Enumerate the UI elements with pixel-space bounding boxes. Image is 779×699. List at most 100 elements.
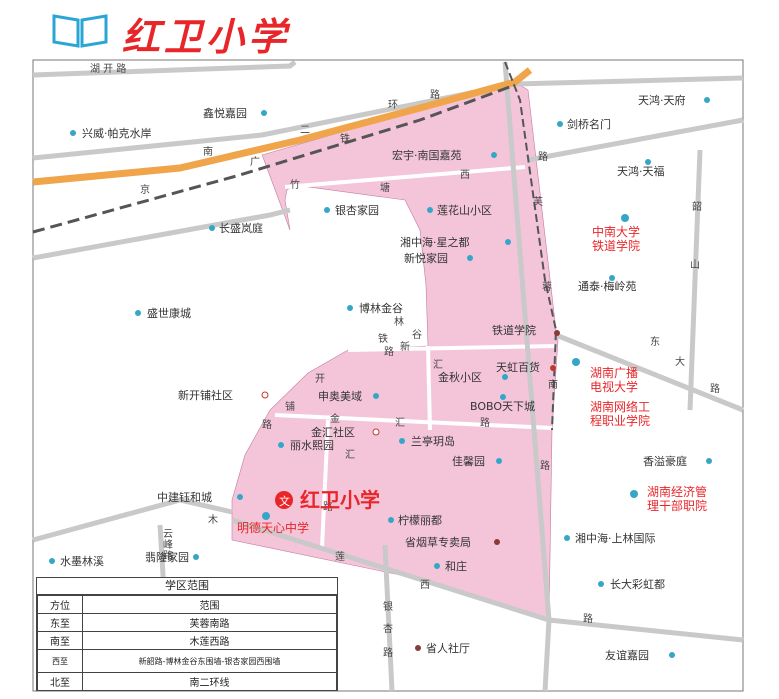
place-label: 通泰·梅岭苑	[578, 279, 637, 293]
place-label: 天鸿·天府	[638, 93, 686, 107]
road-label: 湖 开 路	[90, 62, 126, 75]
place-label: 新开铺社区	[178, 388, 233, 402]
road-label: 木	[208, 514, 218, 526]
place-label: 柠檬丽都	[398, 513, 442, 527]
road-label: 路	[430, 88, 440, 101]
school-label: 明德天心中学	[237, 520, 309, 535]
road-label: 云	[163, 529, 173, 540]
svg-text:文: 文	[279, 494, 290, 508]
road-label: 大	[675, 355, 685, 368]
road-label: 金	[330, 412, 340, 425]
place-label: 申奥美域	[318, 389, 362, 403]
place-label: 省烟草专卖局	[405, 535, 471, 549]
place-label: 丽水熙园	[290, 439, 334, 452]
road-label: 蓉	[542, 280, 552, 293]
road-label: 山	[690, 259, 700, 271]
place-label: 盛世康城	[147, 306, 191, 320]
road-label: 汇	[395, 416, 405, 429]
school-label: 湖南经济管	[647, 484, 707, 499]
legend-row-range: 木莲西路	[82, 631, 337, 650]
book-icon	[52, 14, 108, 48]
target-school-label: 红卫小学	[300, 488, 380, 512]
legend-row-range: 芙蓉南路	[82, 613, 337, 632]
road-label: 路	[383, 646, 393, 659]
road-label: 南	[548, 378, 558, 391]
road-label: 环	[388, 100, 398, 111]
road-label: 杏	[383, 622, 393, 635]
place-label: 鑫悦嘉园	[203, 106, 247, 120]
place-labels: 鑫悦嘉园 兴威·帕克水岸 天鸿·天府 剑桥名门 宏宇·南国嘉苑 天鸿·天福 银杏…	[49, 93, 712, 662]
place-label: 湘中海·上林国际	[575, 531, 656, 545]
legend-table: 学区范围 方位 范围 东至 芙蓉南路 南至 木莲西路 西至 新韶路-博林金谷东围…	[36, 577, 338, 691]
header: 红卫小学	[0, 0, 779, 59]
place-label: 佳馨园	[452, 454, 485, 468]
road-label: 路	[262, 418, 272, 431]
place-label: 剑桥名门	[567, 117, 611, 131]
road-label: 京	[140, 183, 150, 196]
place-label: 和庄	[445, 559, 467, 573]
road-label: 银	[383, 600, 393, 613]
road-label: 路	[710, 382, 720, 395]
legend-grid: 方位 范围 东至 芙蓉南路 南至 木莲西路 西至 新韶路-博林金谷东围墙-银杏家…	[37, 595, 337, 691]
school-label: 电视大学	[590, 379, 638, 394]
road-label: 塘	[380, 181, 390, 194]
place-label: 湘中海·星之都	[400, 235, 470, 249]
school-label: 湖南网络工	[590, 399, 650, 414]
road-label: 谷	[412, 329, 422, 341]
road-label: 广	[250, 156, 260, 168]
target-school-marker[interactable]: 文 红卫小学	[275, 488, 380, 512]
road-label: 铺	[285, 400, 295, 413]
place-label: 省人社厅	[426, 641, 470, 655]
place-label: 银杏家园	[335, 203, 379, 217]
legend-row-dir: 北至	[37, 672, 83, 691]
road-label: 铁	[340, 132, 350, 145]
school-label: 程职业学院	[590, 413, 650, 428]
place-label: 翡隆家园	[145, 550, 189, 564]
school-label: 中南大学	[592, 224, 640, 239]
legend-title: 学区范围	[37, 578, 337, 595]
legend-row-dir: 西至	[37, 649, 83, 673]
place-label: 天虹百货	[496, 360, 540, 374]
road-label: 竹	[290, 178, 300, 191]
place-label: 兰亭玥岛	[411, 434, 455, 448]
legend-row-dir: 东至	[37, 613, 83, 632]
place-label: 新悦家园	[404, 251, 448, 265]
place-label: BOBO天下城	[470, 400, 535, 413]
road-label: 汇	[433, 358, 443, 371]
school-label: 理干部职院	[647, 498, 707, 513]
place-label: 金汇社区	[311, 425, 355, 439]
page-title: 红卫小学	[122, 14, 291, 59]
place-label: 友谊嘉园	[605, 648, 649, 662]
place-label: 水墨林溪	[60, 554, 104, 568]
road-label: 东	[650, 335, 660, 348]
school-label: 湖南广播	[590, 365, 638, 380]
place-label: 长盛岚庭	[219, 221, 263, 235]
road-label: 路	[583, 612, 593, 625]
place-label: 金秋小区	[438, 370, 482, 384]
road-label: 路	[163, 549, 173, 562]
road-label: 二	[300, 125, 310, 136]
road-label: 路	[540, 459, 550, 472]
legend-row-dir: 南至	[37, 631, 83, 650]
place-label: 铁道学院	[492, 323, 536, 337]
school-labels: 中南大学 铁道学院 湖南广播 电视大学 湖南网络工 程职业学院 湖南经济管 理干…	[237, 214, 707, 535]
road-label: 路	[323, 500, 333, 513]
road-label: 南	[203, 145, 213, 158]
road-label: 莲	[335, 551, 345, 563]
place-label: 中建钰和城	[157, 490, 212, 504]
road-labels: 湖 开 路 环 路 二 南 铁 广 京 竹 塘 西 路 芙 蓉 南 路 韶 山 …	[90, 62, 720, 659]
place-label: 香溢豪庭	[643, 454, 687, 468]
road-label: 路	[384, 345, 394, 358]
place-label: 宏宇·南国嘉苑	[392, 148, 462, 162]
road-label: 路	[480, 416, 490, 429]
legend-row-range: 南二环线	[82, 672, 337, 691]
road-label: 林	[394, 315, 404, 328]
legend-header-range: 范围	[82, 595, 337, 614]
road-label: 汇	[345, 448, 355, 461]
road-label: 芙	[533, 195, 543, 208]
place-label: 博林金谷	[359, 301, 403, 315]
road-label: 西	[460, 170, 470, 181]
place-label: 长大彩虹都	[610, 577, 665, 591]
place-label: 天鸿·天福	[617, 164, 665, 178]
